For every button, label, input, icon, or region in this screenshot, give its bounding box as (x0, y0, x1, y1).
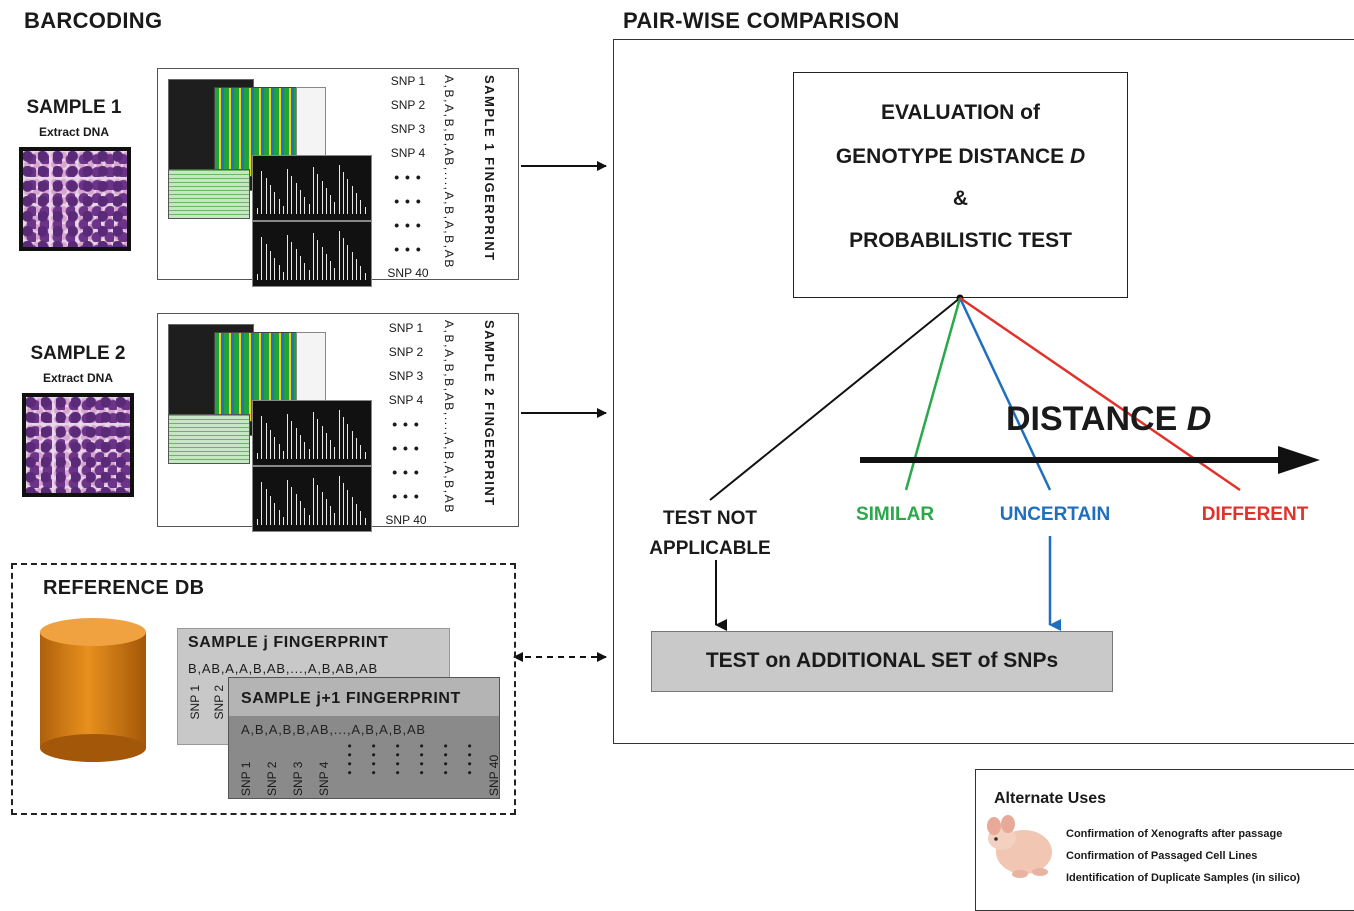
sample-2-fingerprint-label: SAMPLE 2 FINGERPRINT (482, 320, 497, 507)
sample-1-cell-image (19, 147, 131, 251)
evaluation-line-1: EVALUATION of (880, 101, 1041, 124)
reference-db-title: REFERENCE DB (43, 577, 205, 599)
outcome-not-applicable: TEST NOT APPLICABLE (649, 508, 771, 559)
evaluation-line-4: PROBABILISTIC TEST (849, 229, 1072, 252)
mouse-icon (987, 815, 1052, 878)
sample-j1-snp-row: SNP 1 SNP 2 SNP 3 SNP 4 • • • • • • • • … (239, 744, 501, 796)
distance-axis-label: DISTANCE D (1006, 400, 1212, 438)
alternate-use-item: Identification of Duplicate Samples (in … (1066, 872, 1301, 884)
sample-j-snp-2: SNP 2 (212, 685, 226, 720)
sample-2-title: SAMPLE 2 (30, 343, 126, 364)
sample-2-software-screenshots (168, 324, 378, 532)
outcome-similar: SIMILAR (855, 504, 935, 525)
sample-j1-fingerprint-card: SAMPLE j+1 FINGERPRINT A,B,A,B,B,AB,...,… (228, 677, 501, 799)
sample-1-title: SAMPLE 1 (26, 97, 122, 118)
sample-1-fingerprint-label: SAMPLE 1 FINGERPRINT (482, 75, 497, 262)
reference-db-panel (11, 563, 516, 815)
outcome-different: DIFFERENT (1201, 504, 1309, 525)
alternate-uses-title: Alternate Uses (994, 790, 1107, 807)
sample-2-genotypes: A,B,A,B,B,AB,...,A,B,A,B,AB (442, 320, 456, 514)
alternate-uses-box: Alternate Uses Confirmation of Xenograft… (975, 769, 1354, 911)
evaluation-box: EVALUATION of GENOTYPE DISTANCE D & PROB… (793, 72, 1128, 298)
sample-1-genotypes: A,B,A,B,B,AB,...,A,B,A,B,AB (442, 75, 456, 269)
sample-j1-genotypes: A,B,A,B,B,AB,...,A,B,A,B,AB (241, 722, 426, 737)
sample-2-subtitle: Extract DNA (42, 371, 114, 385)
sample-j-genotypes: B,AB,A,A,B,AB,...,A,B,AB,AB (188, 661, 378, 676)
evaluation-line-2: GENOTYPE DISTANCE D (835, 145, 1086, 168)
database-cylinder-icon (40, 618, 146, 762)
sample-2-cell-image (22, 393, 134, 497)
pairwise-heading: PAIR-WISE COMPARISON (623, 8, 900, 33)
sample-j1-title: SAMPLE j+1 FINGERPRINT (241, 690, 461, 707)
evaluation-ampersand: & (952, 187, 969, 210)
sample-j-snp-1: SNP 1 (188, 685, 202, 720)
barcoding-heading: BARCODING (24, 8, 163, 33)
sample-1-subtitle: Extract DNA (38, 125, 110, 139)
sample-1-software-screenshots (168, 79, 378, 287)
additional-snp-test-box: TEST on ADDITIONAL SET of SNPs (651, 631, 1113, 692)
alternate-use-item: Confirmation of Passaged Cell Lines (1066, 850, 1258, 862)
sample-j-title: SAMPLE j FINGERPRINT (188, 634, 389, 651)
alternate-uses-list: Confirmation of Xenografts after passage… (1066, 823, 1300, 889)
alternate-use-item: Confirmation of Xenografts after passage (1066, 828, 1283, 840)
outcome-uncertain: UNCERTAIN (999, 504, 1111, 525)
